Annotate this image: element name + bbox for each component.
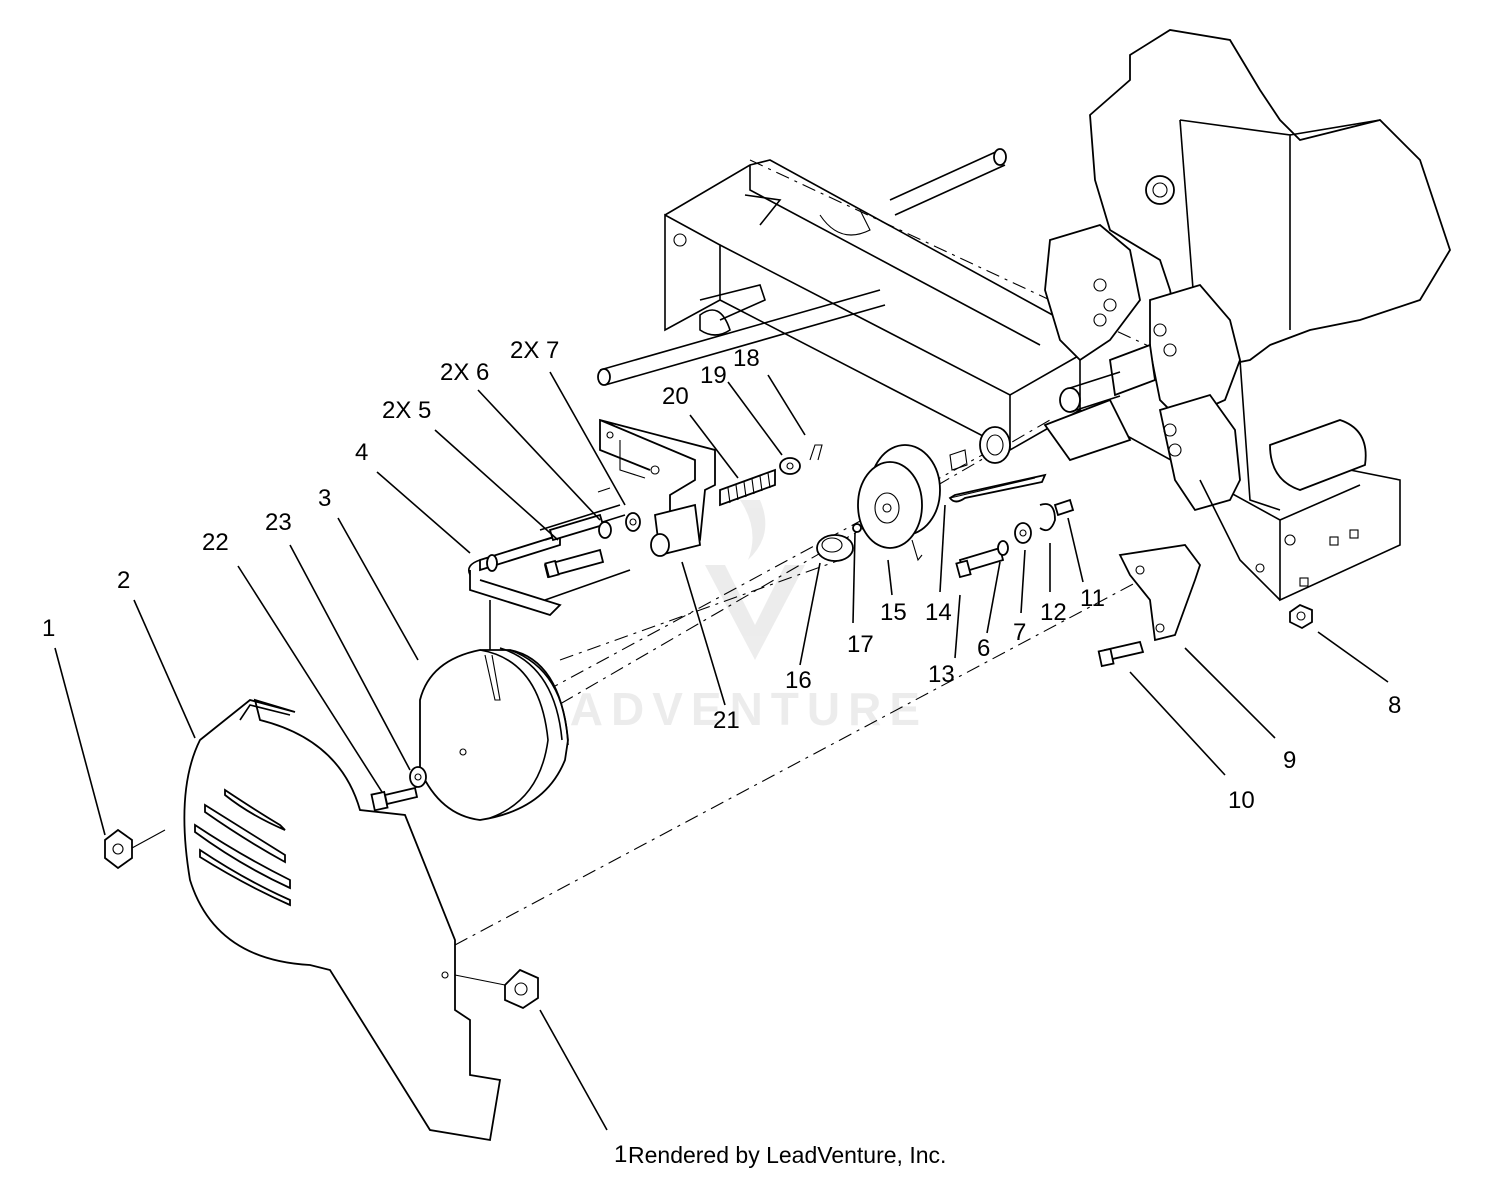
part-2-shroud	[183, 698, 502, 1142]
credit-text: Rendered by LeadVenture, Inc.	[628, 1142, 947, 1168]
callout-4: 4	[355, 439, 368, 466]
callout-13: 13	[928, 661, 955, 688]
part-13-bolt	[955, 546, 1005, 579]
callout-19: 19	[700, 362, 727, 389]
callout-12: 12	[1040, 599, 1067, 626]
part-9-bracket	[1118, 544, 1202, 642]
callout-1: 1	[42, 615, 55, 642]
part-7-washer	[1014, 522, 1032, 544]
callout-11: 11	[1080, 585, 1105, 612]
callout-2: 2	[117, 567, 130, 594]
callout-1-bottom: 1	[614, 1141, 627, 1168]
part-23-washer	[409, 766, 427, 788]
part-8-nut	[1289, 603, 1313, 630]
callout-15: 15	[880, 599, 907, 626]
callout-9: 9	[1283, 747, 1296, 774]
part-14-bushing	[949, 426, 1011, 471]
callout-3: 3	[318, 485, 331, 512]
callout-20: 20	[662, 383, 689, 410]
callout-16: 16	[785, 667, 812, 694]
part-15-pulley	[857, 444, 941, 562]
part-3-cover	[419, 647, 569, 821]
part-4-rod	[467, 504, 631, 665]
part-19-washer	[779, 457, 801, 475]
callout-21: 21	[713, 707, 740, 734]
part-10-bolt	[1097, 640, 1145, 668]
part-17-key	[852, 523, 862, 533]
part-1-knob-right	[454, 968, 539, 1010]
callout-18: 18	[733, 345, 760, 372]
part-18-pin	[809, 444, 823, 461]
callout-2x5: 2X 5	[382, 397, 431, 424]
leader-lines	[54, 371, 1389, 1131]
callout-17: 17	[847, 631, 874, 658]
callout-7: 7	[1013, 619, 1026, 646]
hex-lever	[948, 473, 1047, 503]
callout-22: 22	[202, 529, 229, 556]
callout-2x7: 2X 7	[510, 337, 559, 364]
frame-chassis	[597, 148, 1401, 602]
part-21-bracket	[599, 418, 716, 557]
part-6-7-washers	[598, 512, 641, 539]
part-11-screw	[1053, 498, 1075, 517]
callout-10: 10	[1228, 787, 1255, 814]
callout-23: 23	[265, 509, 292, 536]
part-1-knob-left	[104, 828, 166, 870]
part-22-bolt	[370, 786, 419, 812]
part-12-spacer	[1039, 503, 1056, 532]
callout-8: 8	[1388, 692, 1401, 719]
part-16-bearing	[816, 534, 854, 562]
watermark-logo	[705, 500, 805, 660]
callout-14: 14	[925, 599, 952, 626]
part-6-lockwasher	[997, 540, 1009, 556]
callout-labels: 1 2 3 4 2X 5 2X 6 2X 7 6 7 8 9 10 11 12 …	[42, 337, 1401, 1168]
engine	[1043, 29, 1451, 601]
callout-2x6: 2X 6	[440, 359, 489, 386]
part-20-spring	[719, 468, 776, 507]
callout-6: 6	[977, 635, 990, 662]
